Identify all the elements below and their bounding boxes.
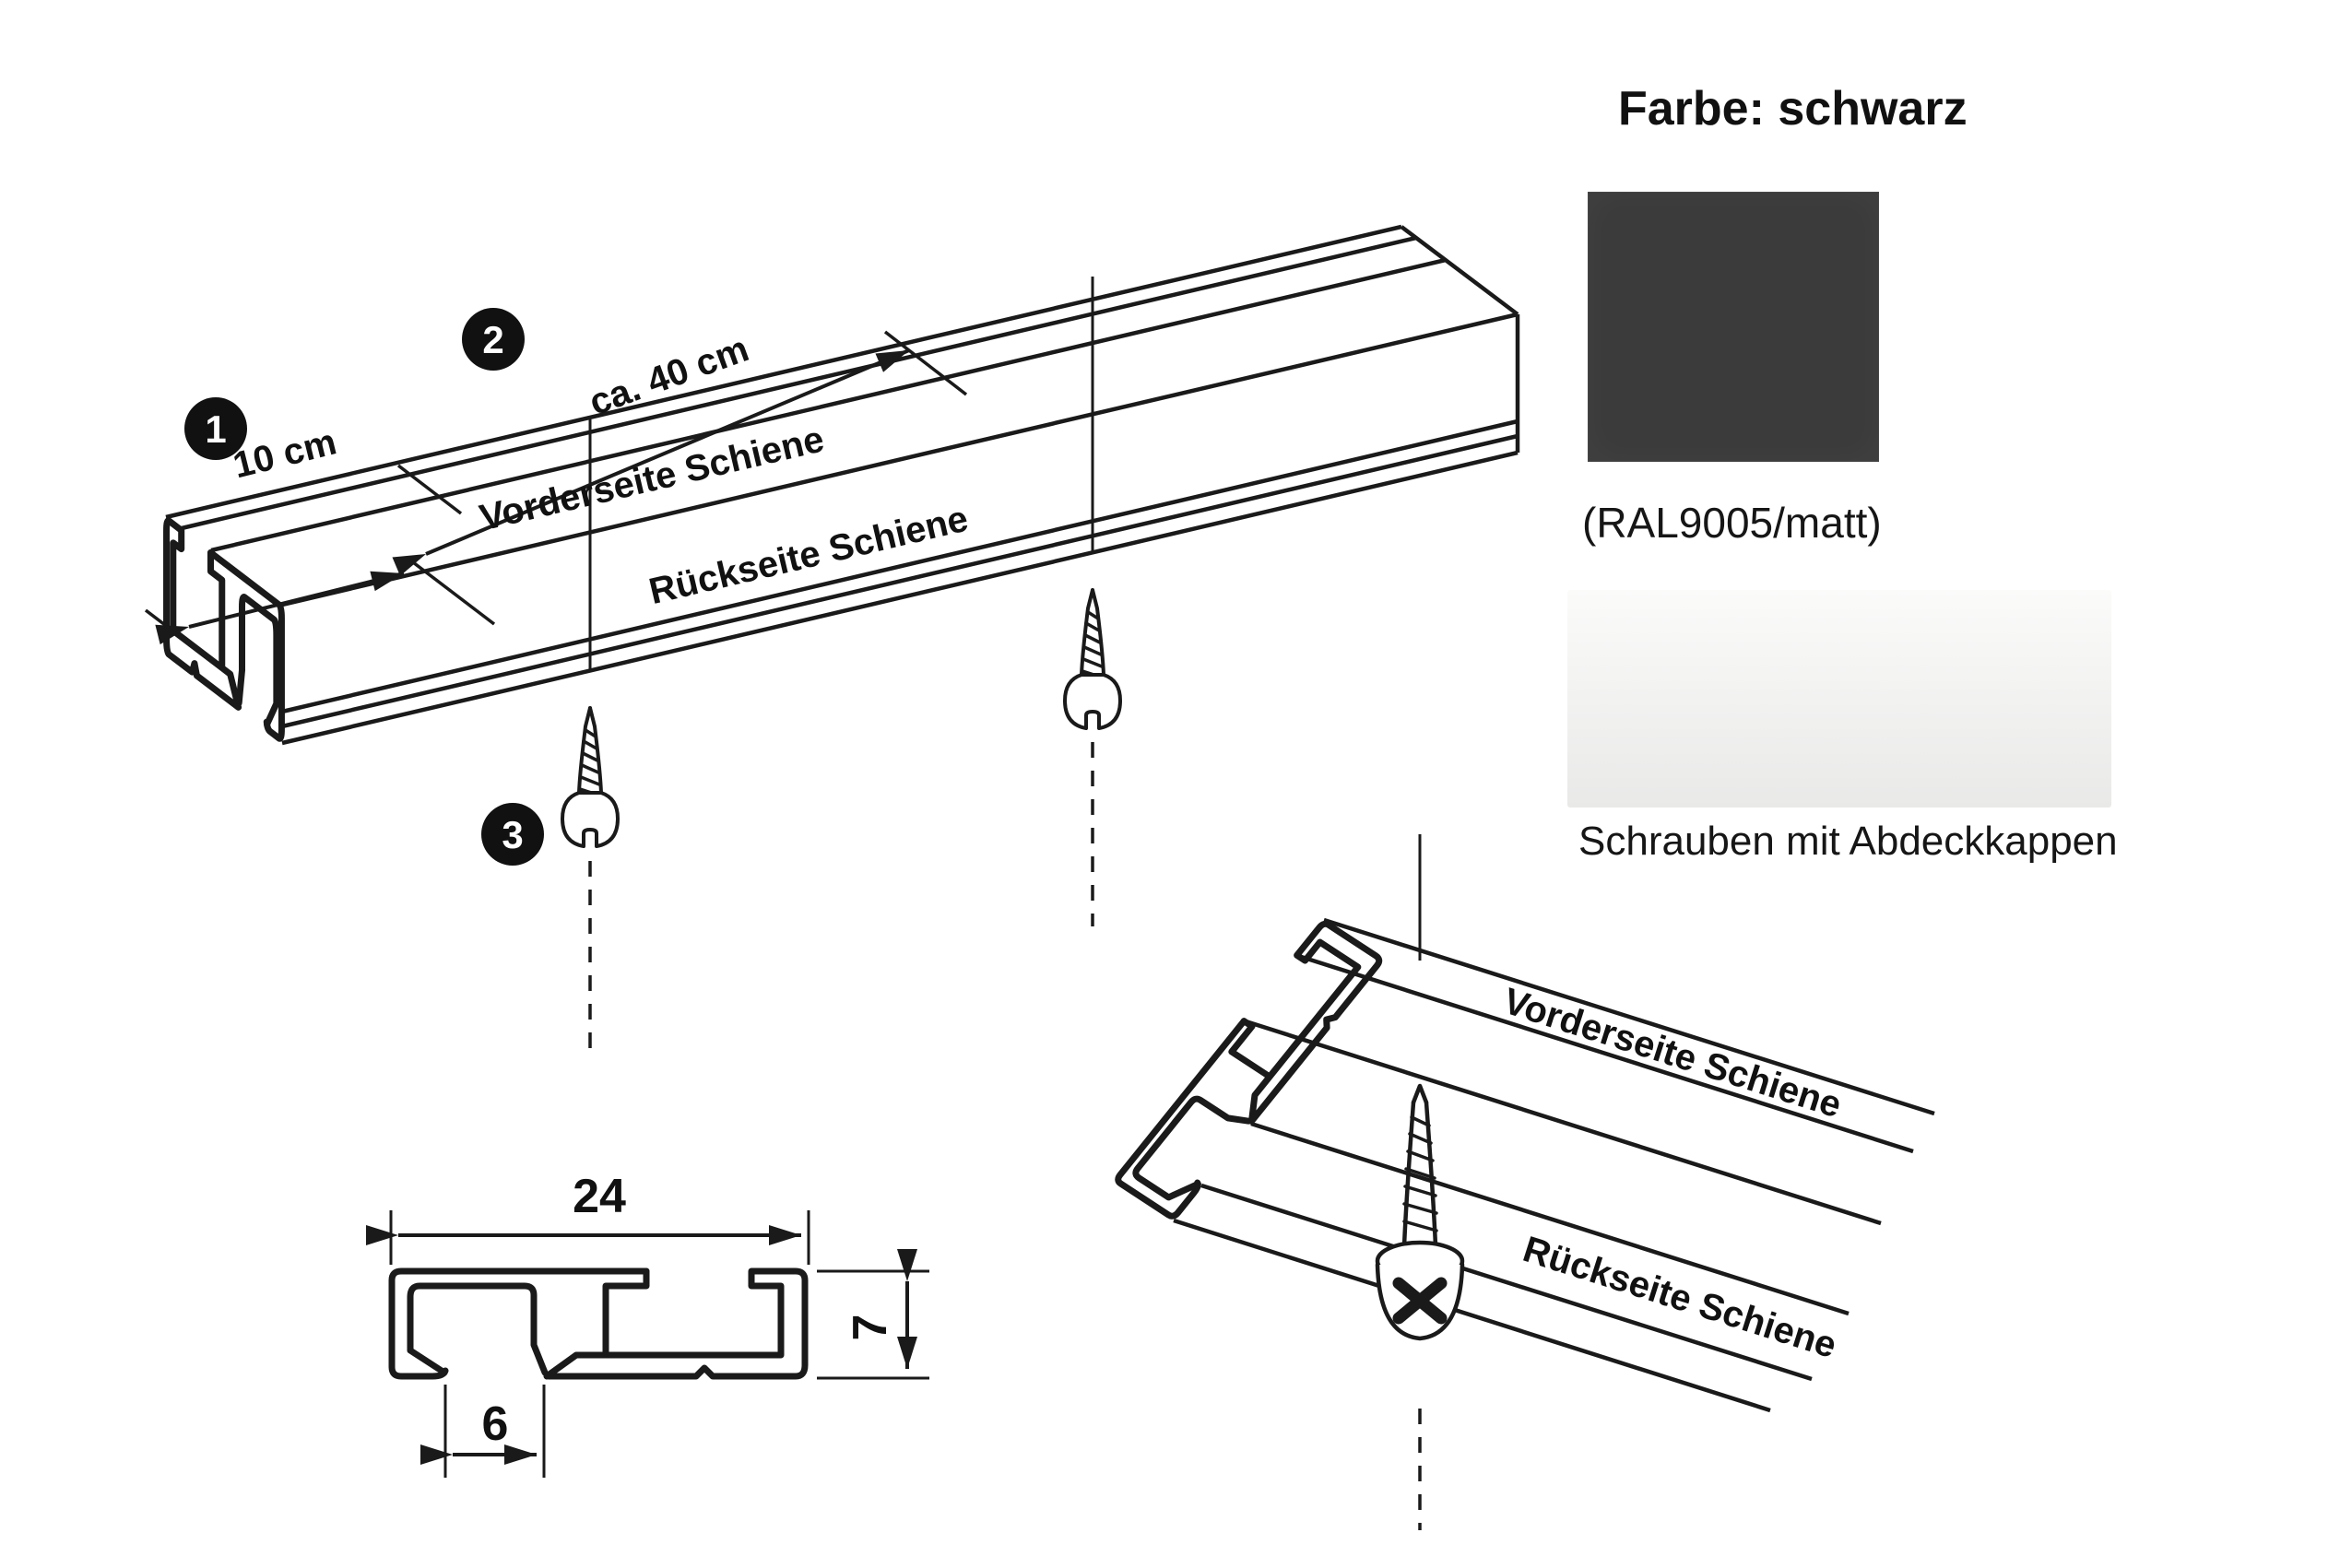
color-title: Farbe: schwarz xyxy=(1618,82,1968,136)
rail-front-label: Vorderseite Schiene xyxy=(476,419,828,538)
phillips-screw xyxy=(1375,1083,1465,1341)
detail-rail-edges xyxy=(1173,917,1935,1413)
section-width-label: 24 xyxy=(573,1170,626,1223)
detail-cut-face xyxy=(1116,922,1381,1218)
detail-front-label: Vorderseite Schiene xyxy=(1498,981,1846,1126)
rail-back-label: Rückseite Schiene xyxy=(645,499,972,613)
step-badges: 1 2 3 xyxy=(184,308,544,866)
screw-axis-dashed xyxy=(588,742,1094,1060)
dim-arrow-40cm xyxy=(392,348,910,576)
badge-3-circle xyxy=(481,803,544,866)
mount-screw-1 xyxy=(561,706,620,848)
section-height-label: 7 xyxy=(844,1315,897,1341)
mount-screw-2 xyxy=(1063,588,1122,730)
ral-code: (RAL9005/matt) xyxy=(1582,499,1882,547)
section-slot-label: 6 xyxy=(482,1397,509,1451)
dimension-arrows xyxy=(155,348,910,645)
underside-detail-view: Vorderseite Schiene Rückseite Schiene xyxy=(1116,834,1935,1530)
badge-3-number: 3 xyxy=(502,813,523,856)
dim-label-40cm: ca. 40 cm xyxy=(584,328,753,423)
hardware-caption: Schrauben mit Abdeckkappen xyxy=(1578,819,2118,864)
badge-2-number: 2 xyxy=(482,318,503,361)
cross-section-view: 24 7 6 xyxy=(366,1170,929,1478)
badge-1-circle xyxy=(184,397,247,460)
color-swatch xyxy=(1588,192,1879,462)
section-dim-arrows xyxy=(366,1225,917,1465)
rail-cut-face xyxy=(167,519,282,740)
dim-arrow-10cm xyxy=(155,571,405,645)
badge-2-circle xyxy=(462,308,525,371)
badge-1-number: 1 xyxy=(205,407,226,451)
hardware-photo xyxy=(1567,590,2111,808)
section-profile xyxy=(392,1271,805,1376)
section-witness-lines xyxy=(389,1210,929,1478)
rail-edges xyxy=(165,224,1520,746)
